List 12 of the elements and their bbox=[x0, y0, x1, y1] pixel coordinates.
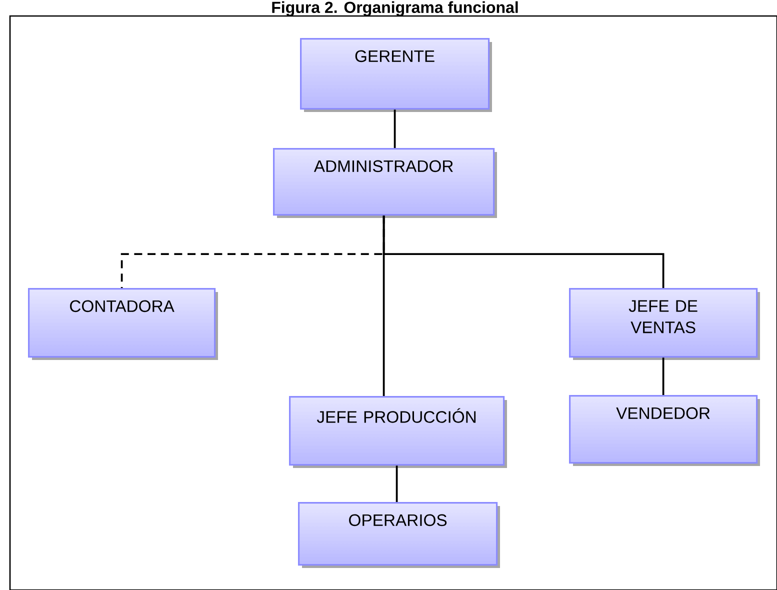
title: Figura 2. Organigrama funcional bbox=[272, 1, 518, 16]
org-box: CONTADORA bbox=[28, 288, 218, 360]
connector-line bbox=[662, 358, 664, 395]
org-box: JEFE PRODUCCIÓN bbox=[289, 396, 507, 468]
org-box: VENDEDOR bbox=[569, 395, 760, 466]
connector-line bbox=[396, 466, 398, 502]
connector-line bbox=[382, 216, 385, 396]
connector-line bbox=[394, 110, 396, 148]
org-box: GERENTE bbox=[300, 38, 492, 112]
org-box: ADMINISTRADOR bbox=[273, 148, 497, 218]
org-box: JEFE DE VENTAS bbox=[569, 288, 760, 360]
org-box: OPERARIOS bbox=[298, 502, 500, 568]
